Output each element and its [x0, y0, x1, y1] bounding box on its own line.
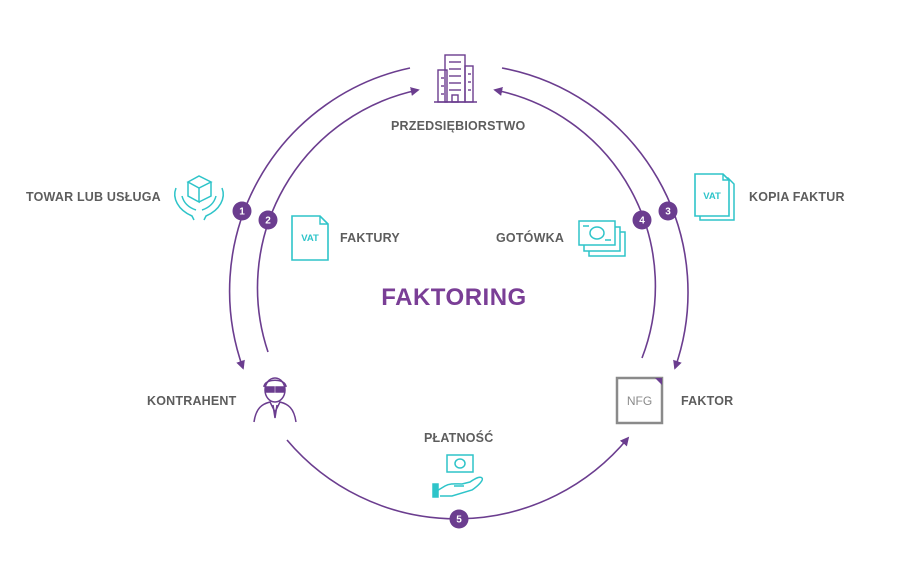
invoice-copy-label: KOPIA FAKTUR — [749, 190, 845, 204]
svg-text:4: 4 — [639, 216, 645, 227]
hand-cash-icon — [432, 454, 484, 498]
box-hands-icon — [174, 175, 224, 221]
cash-stack-icon — [578, 220, 626, 257]
step-badge-2: 2 — [258, 210, 278, 230]
goods-label: TOWAR LUB USŁUGA — [26, 190, 161, 204]
arrow-invoices — [256, 87, 420, 353]
step-badge-5: 5 — [449, 509, 469, 529]
invoices-label: FAKTURY — [340, 231, 400, 245]
cash-label: GOTÓWKA — [496, 231, 565, 245]
arrow-cash — [493, 87, 657, 359]
svg-text:1: 1 — [239, 207, 245, 218]
step-badge-1: 1 — [232, 201, 252, 221]
arrow-goods — [228, 67, 411, 370]
step-badge-3: 3 — [658, 201, 678, 221]
contractor-label: KONTRAHENT — [147, 394, 237, 408]
svg-text:2: 2 — [265, 216, 271, 227]
svg-text:5: 5 — [456, 515, 462, 526]
building-icon — [434, 54, 477, 103]
svg-text:VAT: VAT — [703, 191, 721, 202]
vat-copy-icon: VAT — [694, 173, 735, 221]
nfg-logo-icon: NFG — [615, 376, 664, 425]
company-label: PRZEDSIĘBIORSTWO — [391, 119, 526, 133]
payment-label: PŁATNOŚĆ — [424, 431, 494, 445]
businessman-icon — [253, 377, 297, 423]
vat-document-icon: VAT — [291, 215, 329, 261]
arrow-invoice-copy — [501, 67, 689, 370]
svg-text:3: 3 — [665, 207, 671, 218]
factor-label: FAKTOR — [681, 394, 734, 408]
arrow-payment — [286, 436, 630, 520]
diagram-title: FAKTORING — [381, 284, 527, 311]
svg-text:VAT: VAT — [301, 233, 319, 244]
step-badge-4: 4 — [632, 210, 652, 230]
svg-text:NFG: NFG — [627, 394, 652, 408]
